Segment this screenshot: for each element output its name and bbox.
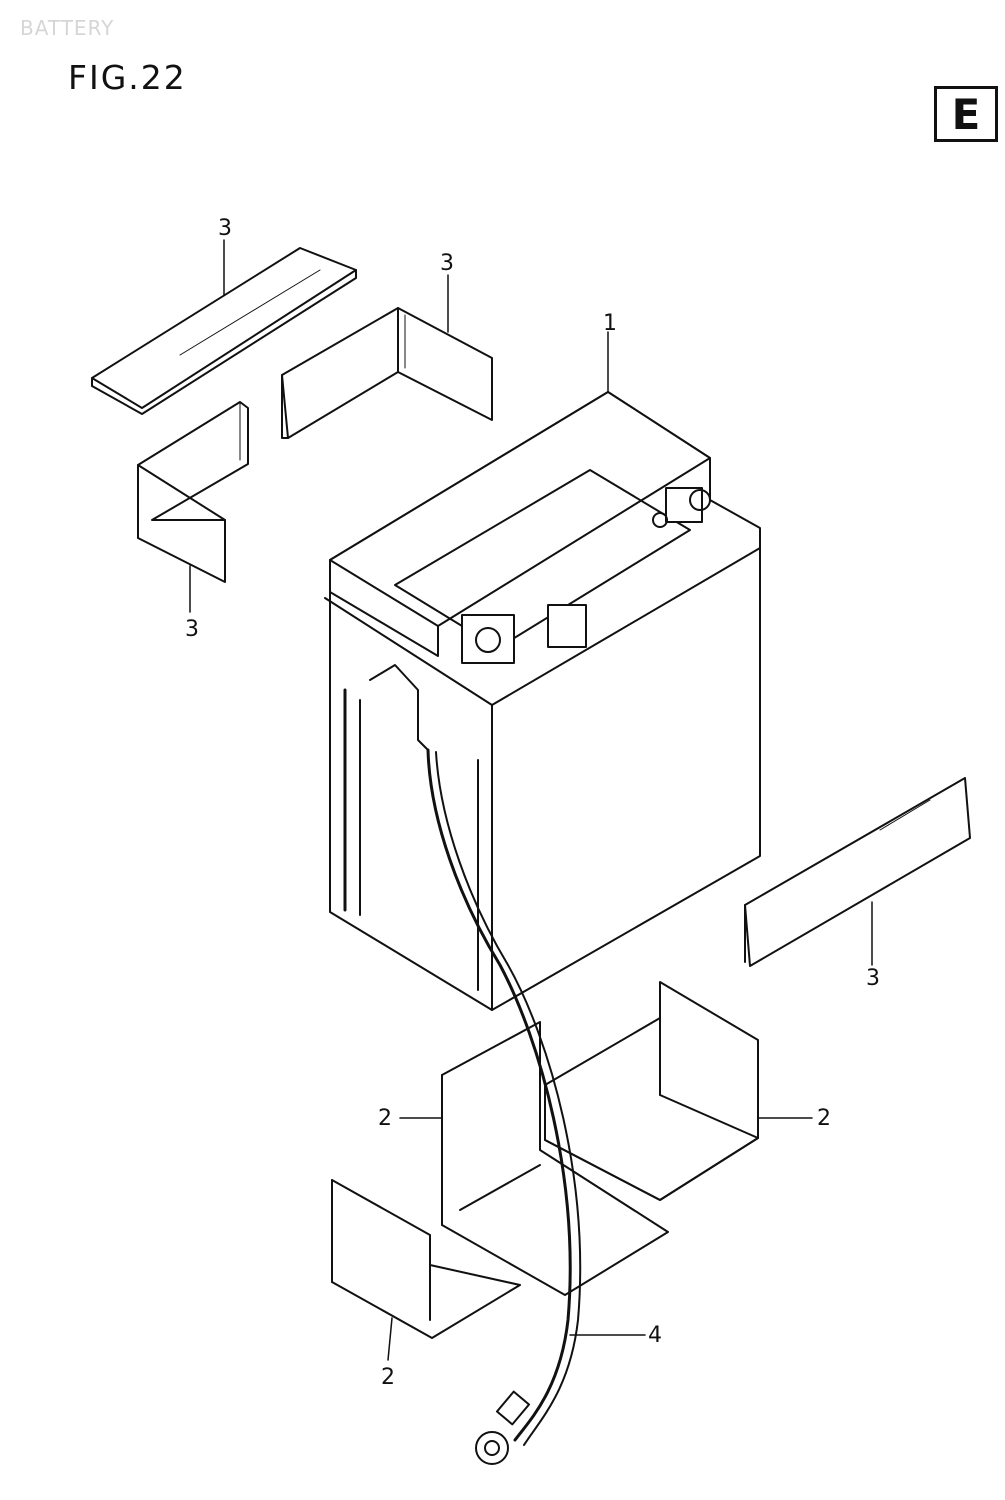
callout-3-pad-top-left: 3 xyxy=(218,216,232,241)
battery xyxy=(324,391,761,1011)
figure-title: FIG.22 xyxy=(68,58,187,97)
callout-3-pad-left: 3 xyxy=(185,617,199,642)
callout-2-tray-bottom: 2 xyxy=(381,1365,395,1390)
callout-2-tray-right: 2 xyxy=(817,1106,831,1131)
section-badge: E xyxy=(934,86,998,142)
battery-cable xyxy=(426,748,582,1465)
callout-2-tray-left: 2 xyxy=(378,1106,392,1131)
leader-lines xyxy=(189,239,873,1361)
callout-3-pad-right: 3 xyxy=(866,966,880,991)
page-watermark: BATTERY xyxy=(20,16,115,40)
tray-right xyxy=(544,981,759,1201)
pad-top-center xyxy=(281,307,493,439)
pad-right xyxy=(744,777,971,967)
callout-3-pad-top-center: 3 xyxy=(440,251,454,276)
callout-4-cable: 4 xyxy=(648,1323,662,1348)
callout-1-battery: 1 xyxy=(603,311,617,336)
pad-top-left xyxy=(91,247,357,415)
tray-left xyxy=(441,1021,669,1296)
tray-bottom xyxy=(331,1179,521,1339)
pad-left xyxy=(137,401,249,583)
